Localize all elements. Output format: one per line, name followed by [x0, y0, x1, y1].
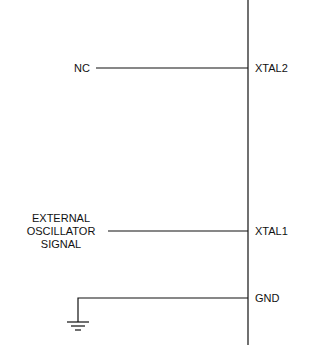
pin-name: GND: [255, 292, 279, 305]
chip-edge: [247, 0, 248, 345]
pin-label: NC: [74, 62, 90, 75]
pin-name: XTAL1: [255, 225, 288, 238]
oscillator-lead: [108, 230, 248, 231]
nc-lead: [96, 67, 248, 68]
ground-symbol: [67, 321, 89, 322]
ground-symbol: [75, 329, 81, 330]
ground-symbol: [71, 325, 85, 326]
signal-label: EXTERNAL OSCILLATOR SIGNAL: [20, 212, 102, 251]
ground-wire: [78, 298, 248, 322]
pin-name: XTAL2: [255, 62, 288, 75]
